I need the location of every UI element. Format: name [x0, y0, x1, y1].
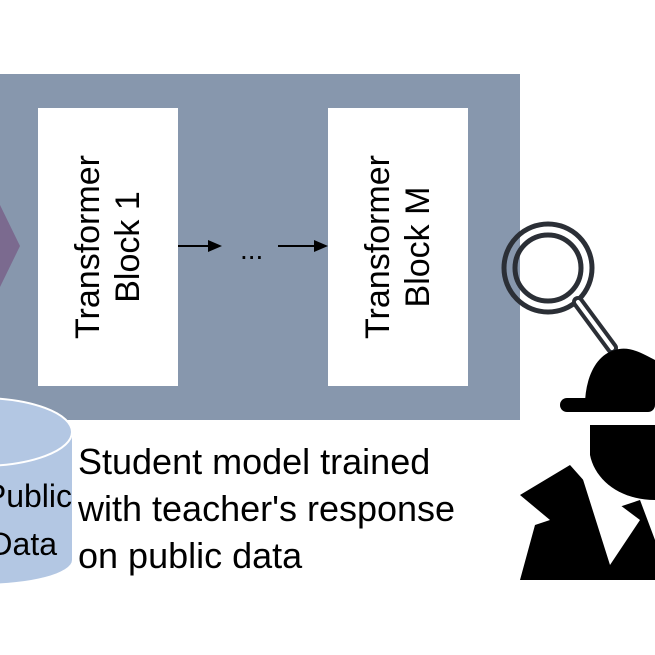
spy-icon	[520, 348, 655, 580]
block-m-line2: Block M	[399, 186, 437, 308]
database-cylinder	[0, 397, 73, 584]
block-1-line2: Block 1	[109, 191, 147, 303]
arrow-1	[178, 240, 222, 252]
block-1-line1: Transformer	[69, 155, 107, 339]
arrow-2	[278, 240, 328, 252]
caption-line-1: Student model trained	[78, 441, 431, 482]
magnifier-icon	[501, 221, 618, 354]
database-label-line2: Data	[0, 526, 57, 562]
caption-line-3: on public data	[78, 535, 303, 576]
ellipsis: ...	[240, 234, 264, 265]
database-label-line1: Public	[0, 478, 72, 514]
input-arrow	[0, 205, 20, 287]
student-caption: Student model trained with teacher's res…	[78, 438, 455, 579]
block-m-line1: Transformer	[359, 155, 397, 339]
caption-line-2: with teacher's response	[78, 488, 456, 529]
